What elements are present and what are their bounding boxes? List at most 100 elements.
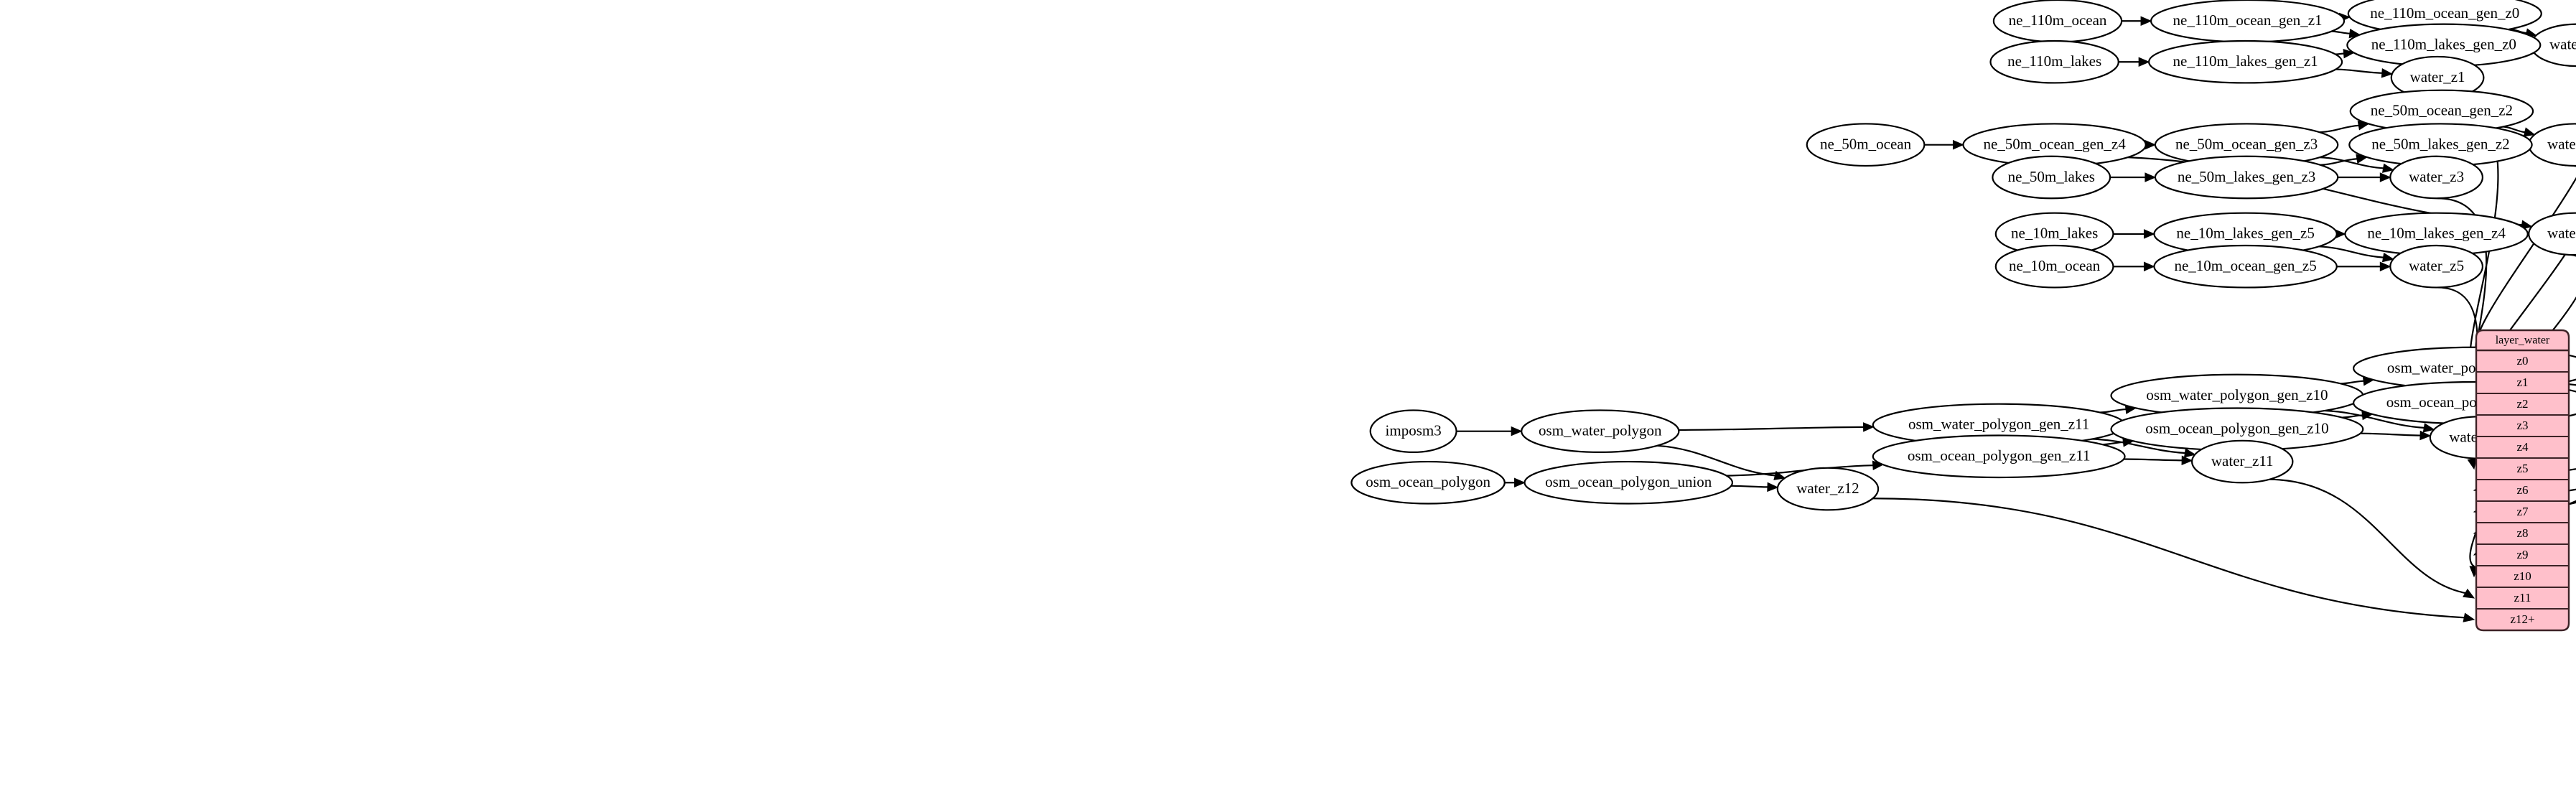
table-row-z4[interactable]: z4 bbox=[2476, 436, 2569, 454]
graph-node-ne_110m_lakes[interactable]: ne_110m_lakes bbox=[1989, 39, 2119, 84]
graph-edge bbox=[2318, 246, 2384, 258]
node-ellipse bbox=[2154, 155, 2339, 200]
arrowhead-icon bbox=[2145, 139, 2157, 150]
arrowhead-icon bbox=[2381, 163, 2394, 173]
node-label: ne_10m_lakes_gen_z4 bbox=[2367, 225, 2506, 242]
row-label: z7 bbox=[2516, 505, 2529, 518]
graph-edge bbox=[2335, 68, 2382, 74]
graph-node-ne_110m_ocean_gen_z1[interactable]: ne_110m_ocean_gen_z1 bbox=[2150, 0, 2346, 43]
graph-node-ne_110m_lakes_gen_z0[interactable]: ne_110m_lakes_gen_z0 bbox=[2346, 23, 2542, 67]
arrowhead-icon bbox=[2381, 252, 2394, 263]
graph-node-water_z11[interactable]: water_z11 bbox=[2190, 439, 2294, 484]
arrowhead-icon bbox=[2143, 261, 2155, 271]
graph-node-water_z1[interactable]: water_z1 bbox=[2390, 55, 2485, 100]
graph-node-ne_50m_ocean_gen_z4[interactable]: ne_50m_ocean_gen_z4 bbox=[1962, 123, 2147, 167]
graph-edge bbox=[2341, 380, 2364, 385]
graph-node-ne_50m_lakes[interactable]: ne_50m_lakes bbox=[1992, 155, 2111, 200]
graph-node-osm_ocean_polygon_gen_z10[interactable]: osm_ocean_polygon_gen_z10 bbox=[2110, 407, 2364, 452]
node-label: water_z1 bbox=[2410, 68, 2465, 85]
node-ellipse bbox=[1872, 434, 2126, 479]
graph-node-water_z5[interactable]: water_z5 bbox=[2389, 244, 2484, 289]
graph-node-osm_ocean_polygon_union[interactable]: osm_ocean_polygon_union bbox=[1523, 460, 1734, 505]
graph-node-ne_50m_ocean[interactable]: ne_50m_ocean bbox=[1806, 123, 1926, 167]
arrowhead-icon bbox=[2145, 172, 2157, 182]
arrowhead-icon bbox=[1862, 422, 1875, 432]
graph-edge bbox=[2342, 414, 2363, 419]
graph-node-water_z12[interactable]: water_z12 bbox=[1776, 467, 1880, 511]
graph-edge bbox=[2269, 478, 2466, 594]
graph-node-ne_10m_ocean[interactable]: ne_10m_ocean bbox=[1994, 244, 2114, 289]
table-row-z1[interactable]: z1 bbox=[2476, 371, 2569, 389]
graph-node-ne_110m_lakes_gen_z1[interactable]: ne_110m_lakes_gen_z1 bbox=[2148, 39, 2343, 84]
node-ellipse bbox=[1369, 409, 1457, 454]
graph-node-ne_50m_ocean_gen_z3[interactable]: ne_50m_ocean_gen_z3 bbox=[2154, 123, 2339, 167]
table-row-z8[interactable]: z8 bbox=[2476, 522, 2569, 540]
arrowhead-icon bbox=[2379, 261, 2391, 271]
node-label: water_z12 bbox=[1796, 480, 1859, 497]
node-ellipse bbox=[1523, 460, 1734, 505]
row-label: z4 bbox=[2516, 440, 2529, 454]
node-label: water_z4 bbox=[2547, 225, 2576, 242]
node-label: ne_110m_lakes bbox=[2007, 52, 2101, 70]
row-label: z10 bbox=[2514, 569, 2531, 583]
table-row-z5[interactable]: z5 bbox=[2476, 457, 2569, 475]
node-label: imposm3 bbox=[1386, 421, 1442, 439]
arrowhead-icon bbox=[2419, 430, 2432, 441]
graph-node-water_z4[interactable]: water_z4 bbox=[2528, 212, 2576, 256]
node-label: osm_water_polygon_gen_z10 bbox=[2146, 386, 2328, 403]
graph-node-imposm3[interactable]: imposm3 bbox=[1369, 409, 1457, 454]
graph-node-osm_water_polygon_gen_z10[interactable]: osm_water_polygon_gen_z10 bbox=[2110, 373, 2364, 418]
node-label: ne_50m_ocean_gen_z2 bbox=[2371, 102, 2513, 119]
table-row-z7[interactable]: z7 bbox=[2476, 500, 2569, 518]
graph-node-osm_water_polygon_gen_z11[interactable]: osm_water_polygon_gen_z11 bbox=[1872, 403, 2126, 447]
node-label: ne_110m_lakes_gen_z0 bbox=[2371, 36, 2516, 53]
graph-node-ne_10m_lakes_gen_z5[interactable]: ne_10m_lakes_gen_z5 bbox=[2153, 212, 2338, 256]
arrowhead-icon bbox=[2463, 612, 2475, 622]
graph-node-ne_10m_ocean_gen_z5[interactable]: ne_10m_ocean_gen_z5 bbox=[2153, 244, 2338, 289]
node-label: osm_ocean_polygon bbox=[1366, 473, 1490, 490]
graph-edge bbox=[2319, 157, 2384, 169]
table-row-z11[interactable]: z11 bbox=[2476, 587, 2569, 604]
table-row-z12+[interactable]: z12+ bbox=[2476, 608, 2569, 626]
node-label: water_z2 bbox=[2547, 135, 2576, 152]
graph-node-ne_10m_lakes[interactable]: ne_10m_lakes bbox=[1994, 212, 2114, 256]
table-row-z0[interactable]: z0 bbox=[2516, 354, 2528, 368]
graph-edge bbox=[2124, 458, 2183, 462]
graph-node-water_z3[interactable]: water_z3 bbox=[2389, 155, 2484, 200]
graph-node-ne_110m_ocean[interactable]: ne_110m_ocean bbox=[1992, 0, 2123, 43]
graph-node-ne_50m_lakes_gen_z2[interactable]: ne_50m_lakes_gen_z2 bbox=[2348, 123, 2533, 167]
arrowhead-icon bbox=[2140, 16, 2152, 26]
table-row-z3[interactable]: z3 bbox=[2476, 414, 2569, 432]
graph-node-osm_water_polygon[interactable]: osm_water_polygon bbox=[1521, 409, 1680, 454]
graph-node-osm_ocean_polygon[interactable]: osm_ocean_polygon bbox=[1350, 460, 1506, 505]
graph-node-water_z2[interactable]: water_z2 bbox=[2528, 123, 2576, 167]
node-label: water_z11 bbox=[2211, 452, 2274, 470]
graph-node-ne_10m_lakes_gen_z4[interactable]: ne_10m_lakes_gen_z4 bbox=[2344, 212, 2529, 256]
graph-edge bbox=[1679, 426, 1864, 431]
node-ellipse bbox=[1521, 409, 1680, 454]
table-row-z2[interactable]: z2 bbox=[2476, 393, 2569, 411]
graph-edge bbox=[2360, 432, 2421, 436]
node-ellipse bbox=[1776, 467, 1880, 511]
graph-edge bbox=[2100, 408, 2127, 414]
layer-water-table[interactable]: layer_waterz0z1z2z3z4z5z6z7z8z9z10z11z12… bbox=[2475, 329, 2570, 632]
node-label: water_z3 bbox=[2409, 168, 2464, 185]
node-label: ne_110m_ocean bbox=[2009, 11, 2107, 29]
table-row-z9[interactable]: z9 bbox=[2476, 543, 2569, 561]
row-label: z0 bbox=[2516, 354, 2528, 368]
node-label: osm_ocean_polygon_gen_z10 bbox=[2145, 420, 2328, 437]
graph-edge bbox=[1657, 444, 1775, 477]
graph-edge bbox=[2557, 382, 2576, 386]
table-row-z10[interactable]: z10 bbox=[2476, 565, 2569, 583]
node-ellipse bbox=[1350, 460, 1506, 505]
table-row-z6[interactable]: z6 bbox=[2476, 479, 2569, 497]
graph-node-ne_50m_lakes_gen_z3[interactable]: ne_50m_lakes_gen_z3 bbox=[2154, 155, 2339, 200]
row-label: z9 bbox=[2516, 548, 2528, 561]
arrowhead-icon bbox=[2523, 127, 2536, 137]
node-label: ne_10m_ocean_gen_z5 bbox=[2174, 257, 2316, 274]
arrowhead-icon bbox=[2381, 68, 2394, 78]
row-label: z12+ bbox=[2510, 612, 2534, 626]
graph-node-osm_ocean_polygon_gen_z11[interactable]: osm_ocean_polygon_gen_z11 bbox=[1872, 434, 2126, 479]
